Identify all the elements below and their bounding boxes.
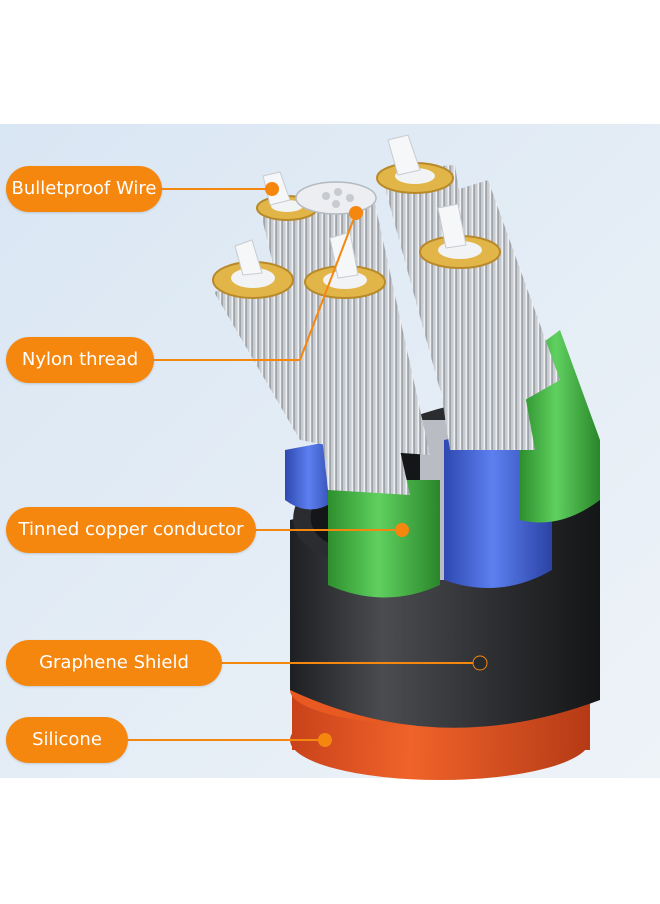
- label-nylon-thread: Nylon thread: [6, 337, 154, 383]
- label-tinned-copper-conductor: Tinned copper conductor: [6, 507, 256, 553]
- label-bulletproof-wire: Bulletproof Wire: [6, 166, 162, 212]
- leader-bulletproof: [162, 182, 279, 196]
- label-silicone: Silicone: [6, 717, 128, 763]
- label-graphene-shield: Graphene Shield: [6, 640, 222, 686]
- leader-nylon: [154, 206, 363, 361]
- leader-tinned: [256, 523, 409, 537]
- leader-silicone: [128, 733, 332, 747]
- leader-graphene: [222, 655, 488, 671]
